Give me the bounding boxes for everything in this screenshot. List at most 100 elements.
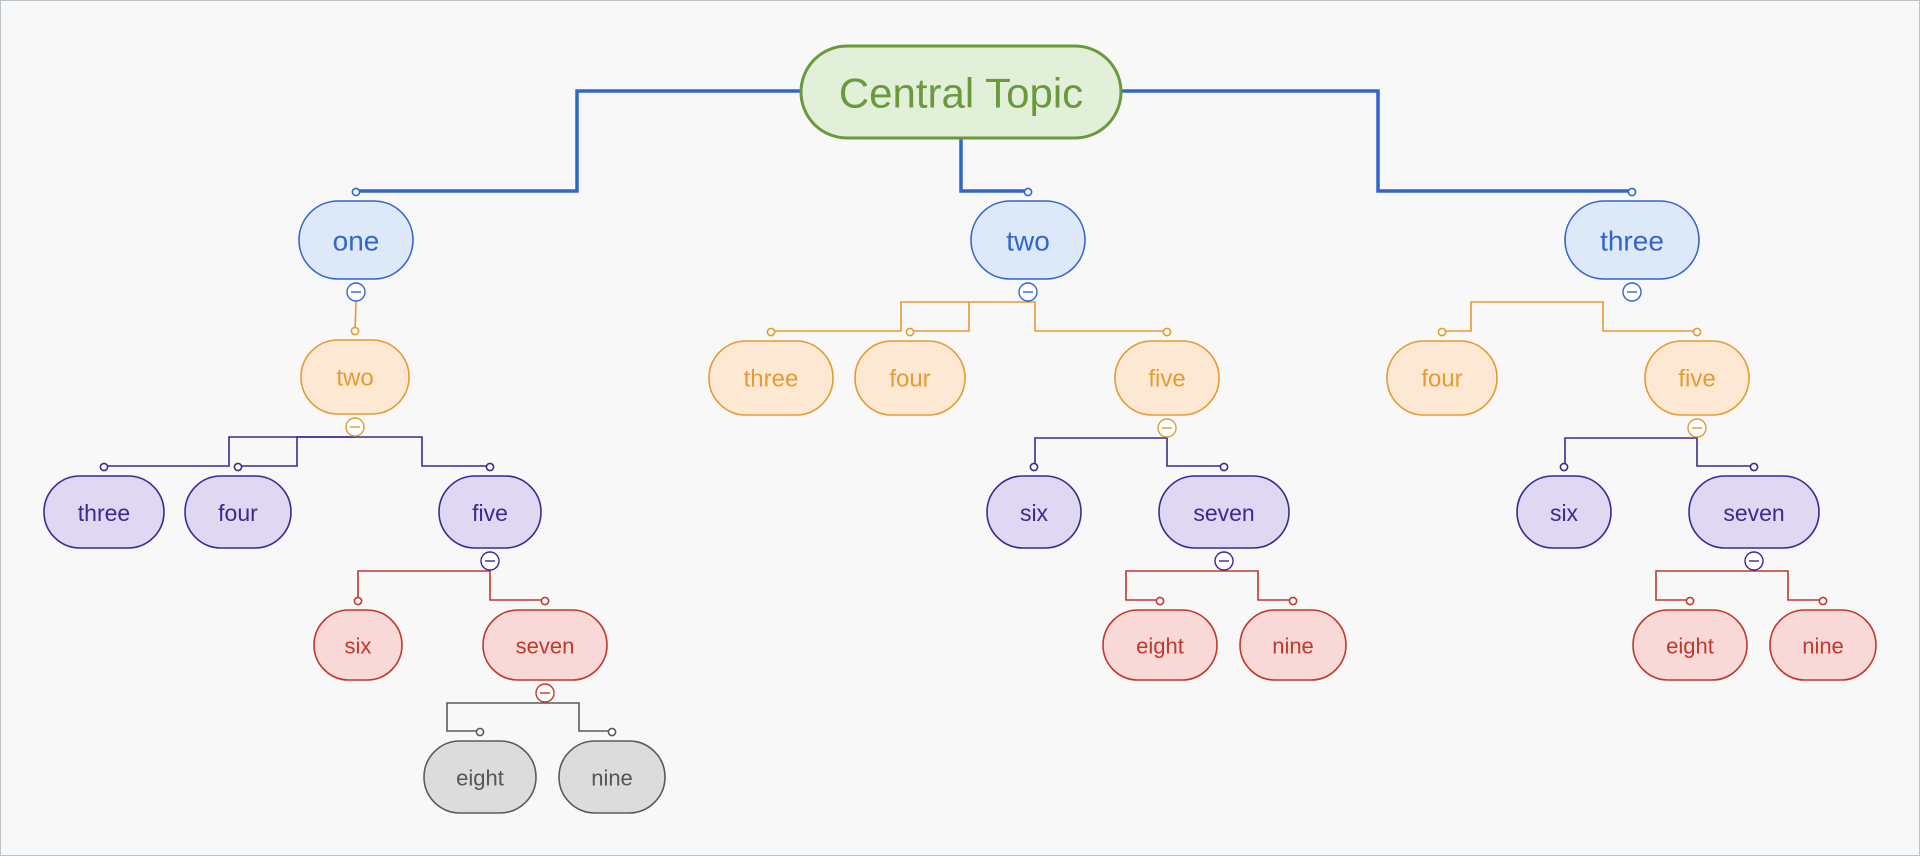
node-one[interactable]: one: [298, 200, 414, 280]
node-two[interactable]: two: [300, 339, 410, 415]
node-shape: [970, 200, 1086, 280]
node-shape: [1516, 475, 1612, 549]
node-shape: [1644, 340, 1750, 416]
connector-dot-icon: [1155, 596, 1165, 606]
node-shape: [1688, 475, 1820, 549]
node-shape: [482, 609, 608, 681]
connector-dot-icon: [1023, 187, 1033, 197]
node-seven[interactable]: seven: [482, 609, 608, 681]
node-six[interactable]: six: [313, 609, 403, 681]
minus-circle-icon[interactable]: [535, 683, 555, 703]
node-three[interactable]: three: [43, 475, 165, 549]
minus-circle-icon[interactable]: [1744, 551, 1764, 571]
connector-dot-icon: [353, 596, 363, 606]
connector-line: [1441, 301, 1537, 332]
connector-dot-icon: [99, 462, 109, 472]
node-eight[interactable]: eight: [1632, 609, 1748, 681]
node-nine[interactable]: nine: [1239, 609, 1347, 681]
connector-dot-icon: [485, 462, 495, 472]
connector-line: [770, 301, 969, 332]
connector-line: [1192, 570, 1294, 601]
node-five[interactable]: five: [1644, 340, 1750, 416]
node-four[interactable]: four: [1386, 340, 1498, 416]
node-shape: [423, 740, 537, 814]
minus-circle-icon[interactable]: [345, 417, 365, 437]
node-shape: [854, 340, 966, 416]
connector-dot-icon: [1749, 462, 1759, 472]
node-shape: [1386, 340, 1498, 416]
node-shape: [1158, 475, 1290, 549]
node-central-topic[interactable]: Central Topic: [799, 44, 1123, 140]
node-nine[interactable]: nine: [1769, 609, 1877, 681]
connector-dot-icon: [905, 327, 915, 337]
node-seven[interactable]: seven: [1158, 475, 1290, 549]
connector-dot-icon: [607, 727, 617, 737]
connector-dot-icon: [1029, 462, 1039, 472]
node-eight[interactable]: eight: [423, 740, 537, 814]
node-eight[interactable]: eight: [1102, 609, 1218, 681]
node-six[interactable]: six: [1516, 475, 1612, 549]
connector-dot-icon: [1162, 327, 1172, 337]
node-shape: [300, 339, 410, 415]
minus-circle-icon[interactable]: [480, 551, 500, 571]
node-five[interactable]: five: [1114, 340, 1220, 416]
node-nine[interactable]: nine: [558, 740, 666, 814]
node-shape: [708, 340, 834, 416]
connector-dot-icon: [1219, 462, 1229, 472]
node-shape: [298, 200, 414, 280]
node-shape: [1114, 340, 1220, 416]
node-shape: [986, 475, 1082, 549]
node-shape: [184, 475, 292, 549]
node-three[interactable]: three: [708, 340, 834, 416]
minus-circle-icon[interactable]: [1214, 551, 1234, 571]
node-shape: [313, 609, 403, 681]
connector-line: [1101, 437, 1225, 467]
minus-circle-icon[interactable]: [346, 282, 366, 302]
connector-dot-icon: [1559, 462, 1569, 472]
node-shape: [799, 44, 1123, 140]
connector-line: [103, 436, 356, 467]
minus-circle-icon[interactable]: [1622, 282, 1642, 302]
minus-circle-icon[interactable]: [1687, 418, 1707, 438]
connector-line: [354, 89, 801, 193]
connector-dot-icon: [1818, 596, 1828, 606]
connector-dot-icon: [1692, 327, 1702, 337]
node-shape: [558, 740, 666, 814]
node-shape: [1102, 609, 1218, 681]
node-shape: [1564, 200, 1700, 280]
connector-line: [237, 436, 356, 467]
connector-line: [513, 702, 613, 732]
node-six[interactable]: six: [986, 475, 1082, 549]
connector-line: [354, 300, 357, 332]
node-two[interactable]: two: [970, 200, 1086, 280]
minus-circle-icon[interactable]: [1018, 282, 1038, 302]
node-four[interactable]: four: [854, 340, 966, 416]
connector-dot-icon: [1685, 596, 1695, 606]
connector-line: [959, 138, 1030, 193]
node-shape: [1769, 609, 1877, 681]
connector-dot-icon: [233, 462, 243, 472]
connector-dot-icon: [1437, 327, 1447, 337]
node-shape: [43, 475, 165, 549]
collapse-button-layer: [345, 282, 1764, 703]
node-shape: [438, 475, 542, 549]
node-four[interactable]: four: [184, 475, 292, 549]
connector-line: [357, 570, 424, 601]
node-shape: [1239, 609, 1347, 681]
connector-dot-icon: [350, 326, 360, 336]
node-seven[interactable]: seven: [1688, 475, 1820, 549]
minus-circle-icon[interactable]: [1157, 418, 1177, 438]
connector-line: [969, 301, 1168, 332]
connector-line: [1537, 301, 1698, 332]
connector-line: [1655, 570, 1722, 601]
connector-dot-icon: [540, 596, 550, 606]
node-shape: [1632, 609, 1748, 681]
connector-dot-icon: [1627, 187, 1637, 197]
node-three[interactable]: three: [1564, 200, 1700, 280]
node-five[interactable]: five: [438, 475, 542, 549]
connector-dot-icon: [1288, 596, 1298, 606]
connector-line: [1722, 570, 1824, 601]
connector-dot-icon: [351, 187, 361, 197]
